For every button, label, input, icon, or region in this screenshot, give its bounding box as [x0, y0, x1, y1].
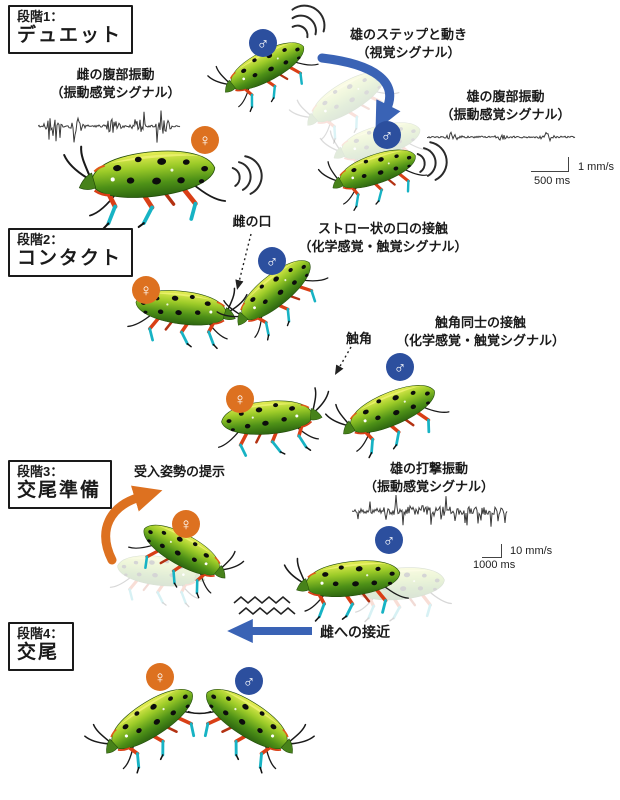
drumming-scalebar — [482, 544, 502, 558]
zigzag-vibration-line-2 — [238, 606, 296, 616]
acceptance-posture-arrow — [101, 485, 163, 565]
label-male-abdominal-vibration: 雄の腹部振動 （振動感覚シグナル） — [440, 89, 571, 123]
antenna-pointer-arrow — [334, 346, 352, 376]
stage-1-number: 段階1： — [17, 9, 64, 24]
male-symbol-badge-stage1-bottom: ♂ — [373, 121, 401, 149]
duet-scalebar-velocity: 1 mm/s — [578, 161, 615, 173]
stage-3-name: 交尾準備 — [17, 480, 102, 502]
label-female-abdominal-vibration: 雌の腹部振動 （振動感覚シグナル） — [50, 67, 181, 101]
drumming-scalebar-velocity: 10 mm/s — [510, 545, 553, 557]
duet-scalebar — [531, 157, 569, 172]
male-symbol-badge-stage3: ♂ — [375, 526, 403, 554]
stage-4-name: 交尾 — [17, 642, 60, 664]
label-approach-to-female: 雌への接近 — [320, 624, 390, 640]
stage-2-name: コンタクト — [17, 248, 123, 270]
vibration-arcs-female — [230, 153, 266, 197]
female-symbol-badge-stage2-pair2: ♀ — [226, 385, 254, 413]
stage-4-number: 段階4： — [17, 626, 64, 641]
label-straw-mouth-contact: ストロー状の口の接触 （化学感覚・触覚シグナル） — [298, 221, 468, 255]
male-bug-stage2-pair2 — [322, 364, 456, 470]
zigzag-vibration-line-1 — [233, 595, 291, 605]
male-step-arrow — [317, 53, 401, 131]
female-symbol-badge-stage1: ♀ — [191, 126, 219, 154]
male-symbol-badge-stage1-top: ♂ — [249, 29, 277, 57]
duet-scalebar-time: 500 ms — [534, 175, 571, 187]
male-duet-waveform — [427, 131, 576, 143]
male-symbol-badge-stage2-pair1: ♂ — [258, 247, 286, 275]
label-acceptance-posture: 受入姿勢の提示 — [133, 464, 225, 479]
male-symbol-badge-stage4: ♂ — [235, 667, 263, 695]
stage-3-box: 段階3： 交尾準備 — [8, 460, 113, 510]
label-male-drumming: 雄の打撃振動 （振動感覚シグナル） — [363, 461, 494, 495]
female-symbol-badge-stage4: ♀ — [146, 663, 174, 691]
female-duet-waveform — [38, 110, 181, 143]
stage-2-number: 段階2： — [17, 232, 64, 247]
drumming-scalebar-time: 1000 ms — [473, 559, 516, 571]
label-male-step: 雄のステップと動き （視覚シグナル） — [349, 27, 467, 61]
stage-1-name: デュエット — [17, 25, 123, 47]
female-mouth-pointer-arrow — [235, 233, 252, 290]
female-symbol-badge-stage2-pair1: ♀ — [132, 276, 160, 304]
stage-2-box: 段階2： コンタクト — [8, 228, 134, 278]
label-antennae-contact: 触角同士の接触 （化学感覚・触覚シグナル） — [395, 315, 565, 349]
male-symbol-badge-stage2-pair2: ♂ — [386, 353, 414, 381]
label-antenna: 触角 — [345, 331, 372, 346]
male-drumming-waveform — [352, 494, 508, 527]
female-symbol-badge-stage3: ♀ — [172, 510, 200, 538]
stage-3-number: 段階3： — [17, 464, 64, 479]
stage-4-box: 段階4： 交尾 — [8, 622, 75, 672]
label-female-mouth: 雌の口 — [232, 214, 272, 229]
stage-1-box: 段階1： デュエット — [8, 5, 134, 55]
